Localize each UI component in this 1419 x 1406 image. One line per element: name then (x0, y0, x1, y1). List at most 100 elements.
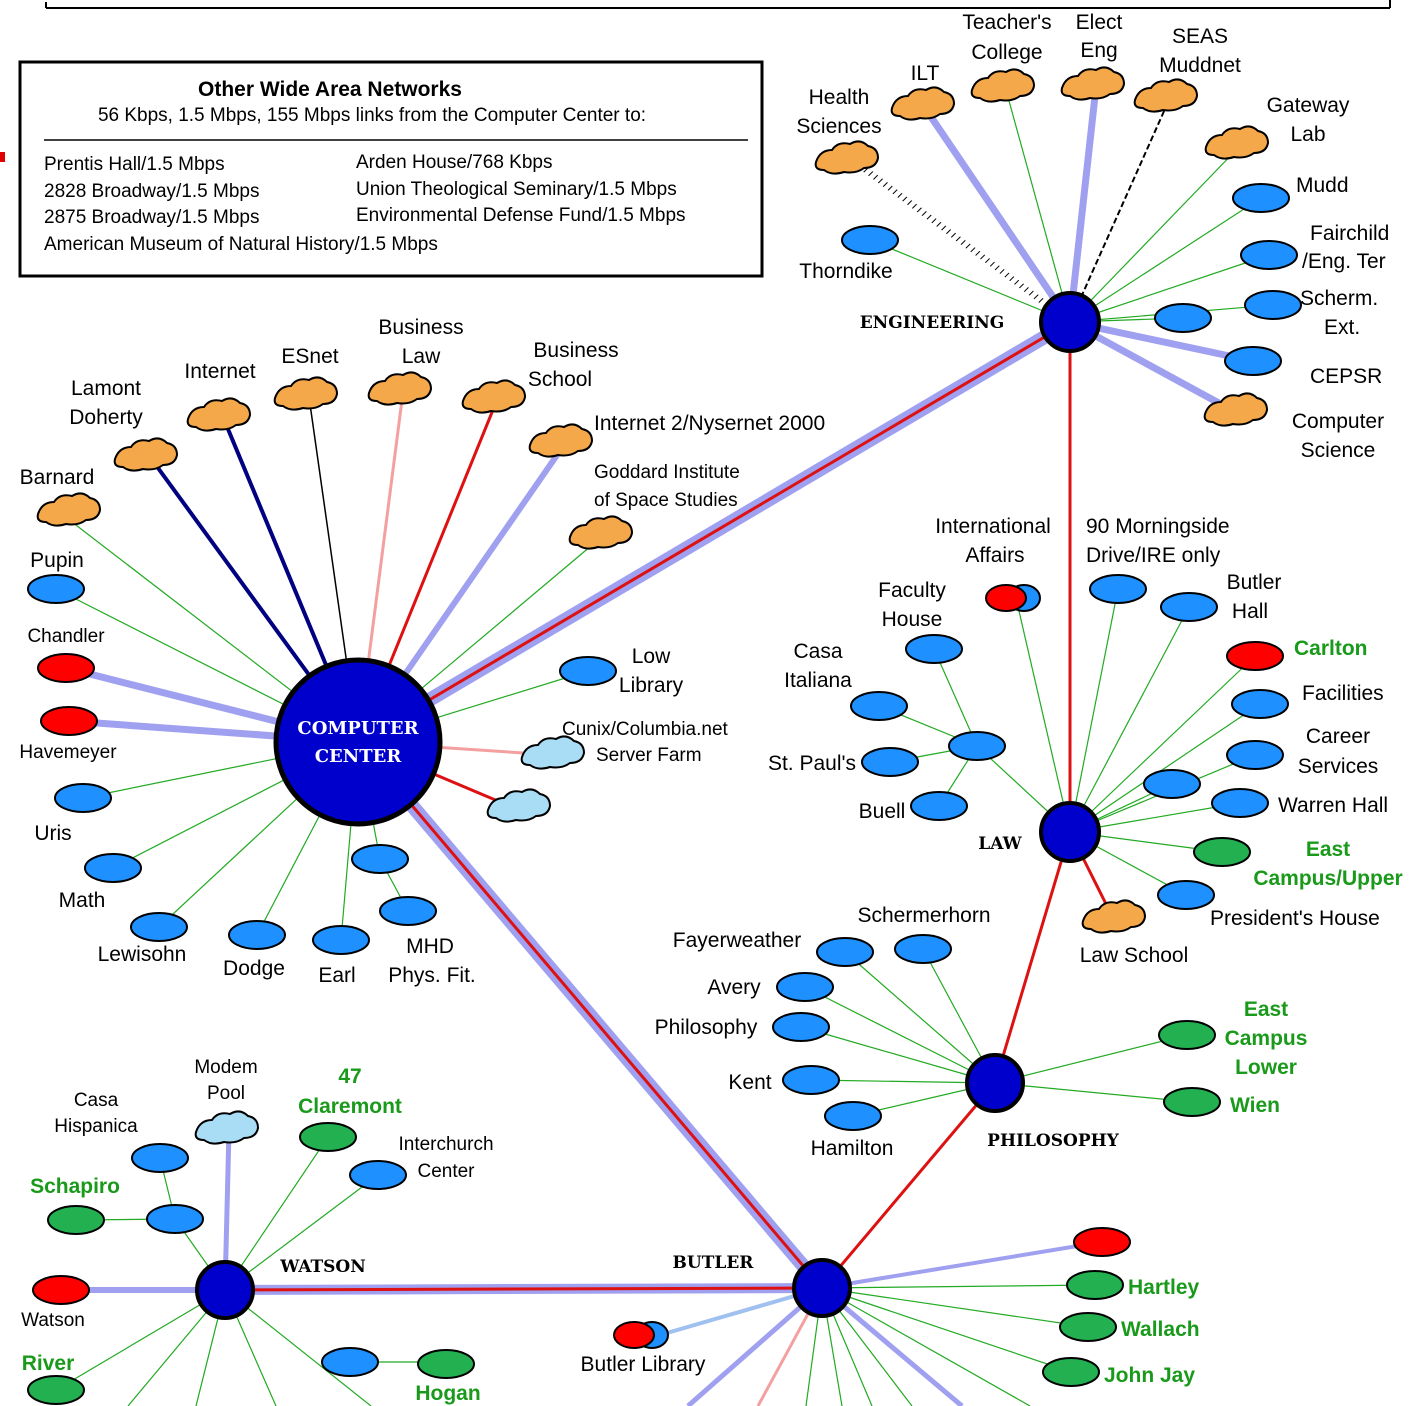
fairchild-node[interactable] (1240, 240, 1298, 270)
watson-label: WATSON (279, 1257, 366, 1277)
low-library-node[interactable] (559, 656, 617, 686)
thorndike-node[interactable] (841, 225, 899, 255)
schapiro-node[interactable] (47, 1205, 105, 1235)
internet-node[interactable] (186, 397, 252, 432)
cepsr-node[interactable] (1224, 346, 1282, 376)
modem-pool-node[interactable] (194, 1110, 260, 1145)
chandler-node[interactable] (37, 653, 95, 683)
wien-node[interactable] (1163, 1087, 1221, 1117)
casa-italiana-node[interactable] (850, 691, 908, 721)
esnet-node[interactable] (273, 376, 339, 411)
node-label: Ext. (1324, 316, 1360, 339)
international-affairs-node[interactable] (985, 584, 1027, 612)
law-extra-node[interactable] (1143, 769, 1201, 799)
law-hub[interactable] (1039, 801, 1101, 863)
health-sciences-node[interactable] (814, 140, 880, 175)
engineering-hub[interactable] (1039, 291, 1101, 353)
watson-junction-node[interactable] (146, 1204, 204, 1234)
node-label: Elect (1076, 11, 1123, 34)
st-pauls-node[interactable] (861, 747, 919, 777)
lewisohn-node[interactable] (130, 912, 188, 942)
cunix-server-farm-node[interactable] (520, 735, 586, 770)
career-services-node[interactable] (1226, 740, 1284, 770)
teachers-college-node[interactable] (970, 68, 1036, 103)
law-junction-node[interactable] (948, 731, 1006, 761)
hamilton-node[interactable] (824, 1101, 882, 1131)
havemeyer-node[interactable] (40, 706, 98, 736)
scherm-ext-node[interactable] (1244, 290, 1302, 320)
pupin-node[interactable] (27, 574, 85, 604)
business-school-node[interactable] (461, 379, 527, 414)
mhd-node[interactable] (379, 896, 437, 926)
river-node[interactable] (27, 1375, 85, 1405)
east-campus-lower-node[interactable] (1158, 1020, 1216, 1050)
barnard-node[interactable] (36, 492, 102, 527)
seas-muddnet-node[interactable] (1133, 78, 1199, 113)
computer-center-hub[interactable] (273, 657, 443, 827)
computer-science-node[interactable] (1203, 392, 1269, 427)
watson-hub[interactable] (195, 1260, 255, 1320)
philosophy-building-node[interactable] (772, 1012, 830, 1042)
faculty-house-node[interactable] (905, 634, 963, 664)
hogan-node[interactable] (417, 1349, 475, 1379)
claremont-node[interactable] (299, 1122, 357, 1152)
node-label: Internet (184, 360, 255, 383)
wan-subtitle: 56 Kbps, 1.5 Mbps, 155 Mbps links from t… (98, 105, 646, 126)
facilities-node[interactable] (1231, 689, 1289, 719)
hartley-node[interactable] (1066, 1270, 1124, 1300)
mudd-node[interactable] (1232, 183, 1290, 213)
gateway-lab-node[interactable] (1204, 125, 1270, 160)
node-label: Library (619, 674, 684, 697)
watson-building-node[interactable] (32, 1275, 90, 1305)
schermerhorn-node[interactable] (894, 934, 952, 964)
node-label: Sciences (796, 115, 881, 138)
fayerweather-node[interactable] (816, 937, 874, 967)
ilt-node[interactable] (890, 86, 956, 121)
engineering-extra-node[interactable] (1154, 303, 1212, 333)
elect-eng-node[interactable] (1060, 66, 1126, 101)
mhd-upper-node[interactable] (351, 844, 409, 874)
node-label: School (528, 368, 592, 391)
casa-hispanica-node[interactable] (131, 1143, 189, 1173)
carlton-node[interactable] (1226, 641, 1284, 671)
node-label: Earl (318, 964, 355, 987)
node-label: Fairchild (1310, 222, 1389, 245)
wan-item: 2828 Broadway/1.5 Mbps (44, 181, 259, 202)
uris-node[interactable] (54, 783, 112, 813)
butler-hub[interactable] (792, 1258, 852, 1318)
wan-item: 2875 Broadway/1.5 Mbps (44, 207, 259, 228)
east-campus-upper-node[interactable] (1193, 837, 1251, 867)
node-label: Server Farm (596, 745, 702, 766)
presidents-house-node[interactable] (1157, 880, 1215, 910)
interchurch-node[interactable] (349, 1160, 407, 1190)
node-label: House (882, 608, 943, 631)
wan-box: Other Wide Area Networks 56 Kbps, 1.5 Mb… (18, 60, 764, 278)
node-label: Career (1306, 725, 1370, 748)
node-label: International (935, 515, 1051, 538)
node-label: John Jay (1104, 1364, 1195, 1387)
butler-red-node[interactable] (1073, 1227, 1131, 1257)
goddard-node[interactable] (568, 515, 634, 550)
warren-hall-node[interactable] (1211, 788, 1269, 818)
node-label: Hartley (1128, 1276, 1200, 1299)
wallach-node[interactable] (1059, 1312, 1117, 1342)
butler-hall-node[interactable] (1160, 592, 1218, 622)
business-law-node[interactable] (367, 371, 433, 406)
math-node[interactable] (84, 853, 142, 883)
law-school-node[interactable] (1081, 899, 1147, 934)
dodge-node[interactable] (228, 920, 286, 950)
lamont-doherty-node[interactable] (113, 437, 179, 472)
buell-node[interactable] (910, 791, 968, 821)
cc-cloud-node[interactable] (486, 788, 552, 823)
node-label: St. Paul's (768, 752, 856, 775)
morningside-node[interactable] (1089, 574, 1147, 604)
hogan-junction-node[interactable] (321, 1347, 379, 1377)
internet2-node[interactable] (528, 423, 594, 458)
earl-node[interactable] (312, 925, 370, 955)
john-jay-node[interactable] (1042, 1357, 1100, 1387)
butler-library-node[interactable] (613, 1321, 655, 1349)
avery-node[interactable] (776, 972, 834, 1002)
kent-node[interactable] (782, 1065, 840, 1095)
philosophy-hub[interactable] (965, 1053, 1025, 1113)
